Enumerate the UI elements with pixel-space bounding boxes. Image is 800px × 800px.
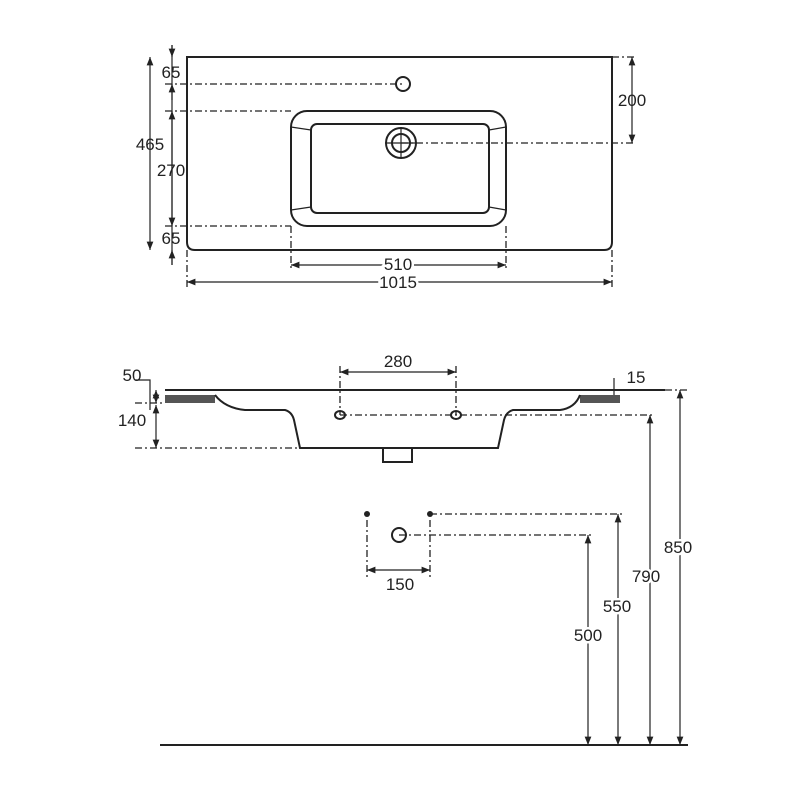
dim-50: 50: [123, 366, 142, 385]
dim-850: 850: [664, 538, 692, 557]
supply-point-left: [364, 511, 370, 517]
dim-510: 510: [384, 255, 412, 274]
top-view: 65 465 270 65 200 510 1015: [136, 45, 646, 295]
dim-65-top: 65: [162, 63, 181, 82]
bowl-corners: [290, 126, 507, 211]
dim-500: 500: [574, 626, 602, 645]
dim-140: 140: [118, 411, 146, 430]
bowl-outer: [290, 110, 507, 227]
countertop-outline: [186, 56, 613, 251]
bowl-inner: [310, 123, 490, 214]
dim-550: 550: [603, 597, 631, 616]
dim-200: 200: [618, 91, 646, 110]
side-view: 280 50 140 15 850 790 550 500 150: [118, 352, 695, 746]
dim-65-bottom: 65: [162, 229, 181, 248]
right-bracket: [580, 395, 620, 403]
dim-280: 280: [384, 352, 412, 371]
waste-outlet: [382, 447, 413, 463]
dim-270: 270: [157, 161, 185, 180]
dim-150: 150: [386, 575, 414, 594]
dim-1015: 1015: [379, 273, 417, 292]
dim-15: 15: [627, 368, 646, 387]
basin-profile: [214, 394, 581, 449]
dim-465: 465: [136, 135, 164, 154]
left-bracket: [165, 395, 215, 403]
tap-hole: [395, 76, 411, 92]
dim-790: 790: [632, 567, 660, 586]
